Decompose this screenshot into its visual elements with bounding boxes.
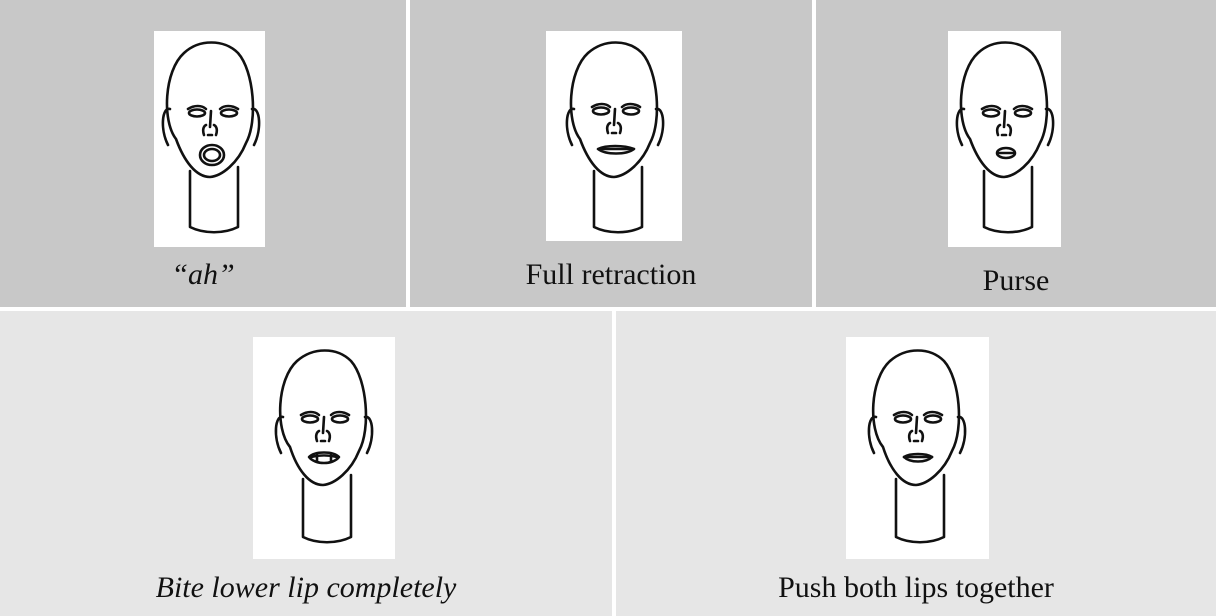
caption-full-retraction: Full retraction [410, 257, 812, 293]
face-illustration-full-retraction [546, 31, 682, 241]
panel-purse: Purse [816, 0, 1216, 307]
panel-bite-lower-lip: Bite lower lip completely [0, 311, 612, 616]
caption-purse: Purse [816, 263, 1216, 299]
panel-push-lips-together: Push both lips together [616, 311, 1216, 616]
face-illustration-bite-lower-lip [253, 337, 395, 559]
caption-bite-lower-lip: Bite lower lip completely [0, 570, 612, 606]
caption-ah: “ah” [0, 257, 406, 293]
face-illustration-push-lips-together [846, 337, 989, 559]
panel-full-retraction: Full retraction [410, 0, 812, 307]
face-illustration-purse [948, 31, 1061, 247]
panel-ah: “ah” [0, 0, 406, 307]
caption-push-lips-together: Push both lips together [616, 570, 1216, 606]
face-illustration-ah [154, 31, 265, 247]
